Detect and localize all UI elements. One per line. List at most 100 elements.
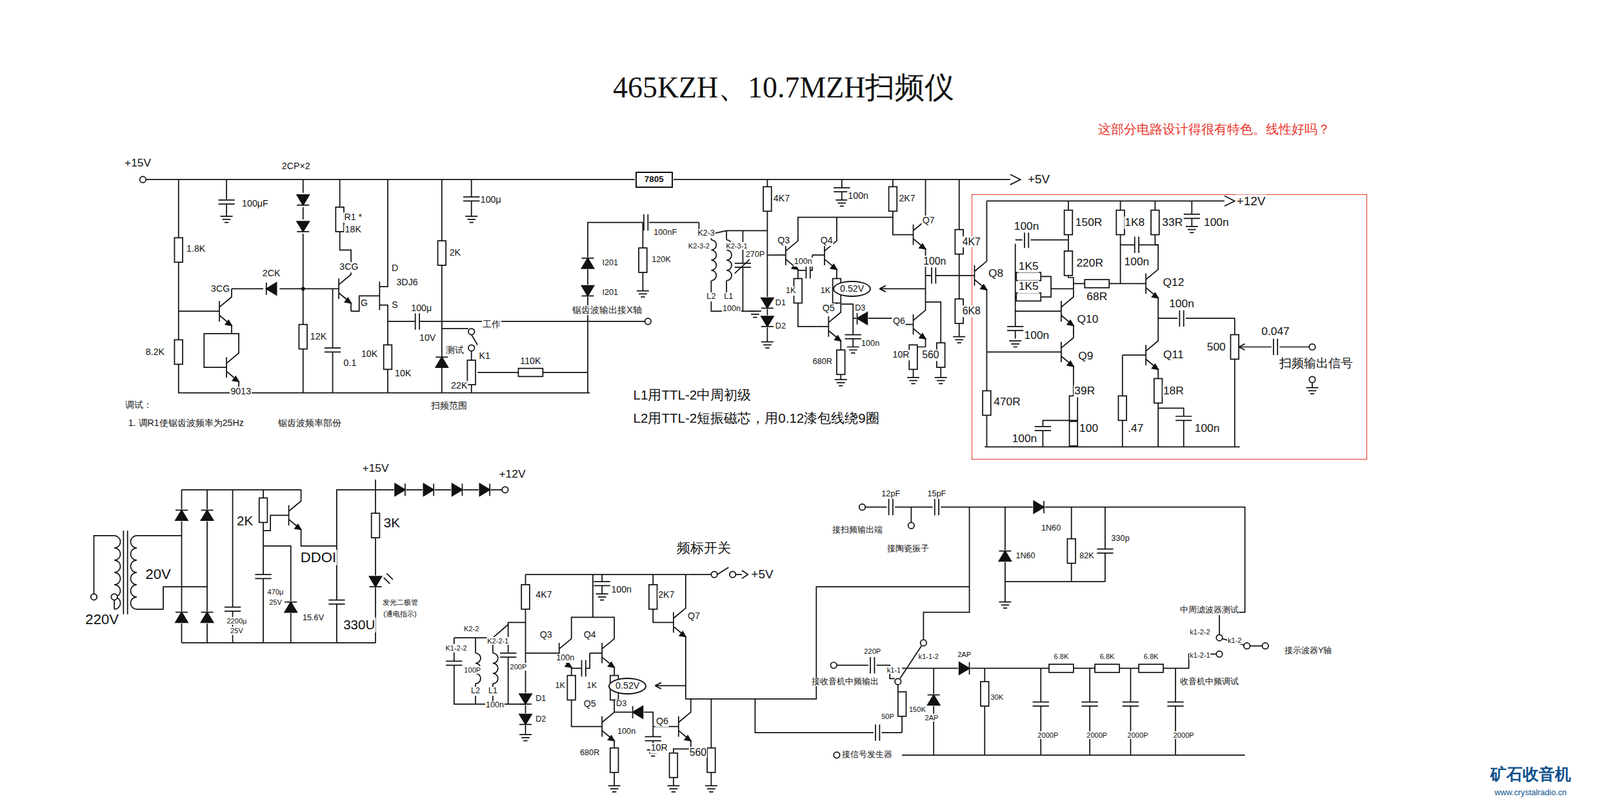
component-label: 0.1 bbox=[343, 358, 358, 369]
component-label: 100n bbox=[860, 339, 880, 349]
component-label: S bbox=[390, 300, 399, 311]
component-label: 1K bbox=[586, 681, 598, 691]
component-label: 560 bbox=[921, 349, 940, 361]
component-label: k1-2-2 bbox=[1189, 627, 1211, 636]
component-label: 接陶瓷振子 bbox=[886, 544, 930, 554]
component-label: 33R bbox=[1161, 216, 1184, 229]
component-label: 12pF bbox=[880, 489, 901, 499]
component-label: k1-1 bbox=[886, 665, 902, 673]
component-label: 矿石收音机 bbox=[1489, 765, 1572, 784]
component-label: 15pF bbox=[927, 489, 948, 499]
component-label: Q4 bbox=[583, 629, 597, 640]
component-label: Q6 bbox=[892, 316, 906, 327]
component-label: 39R bbox=[1073, 384, 1096, 397]
component-label: 470R bbox=[992, 396, 1022, 409]
component-label: 4K7 bbox=[772, 194, 791, 205]
component-label: D2 bbox=[534, 714, 547, 724]
detector-section bbox=[754, 498, 1269, 759]
component-label: 100n bbox=[721, 304, 742, 314]
component-label: 100n bbox=[1011, 432, 1039, 446]
component-label: 2CP×2 bbox=[281, 161, 311, 172]
component-label: L1 bbox=[487, 686, 499, 696]
component-label: 0.047 bbox=[1260, 325, 1290, 338]
component-label: 12K bbox=[309, 331, 328, 342]
component-label: 100n bbox=[616, 727, 637, 737]
component-label: L2 bbox=[470, 686, 481, 696]
component-label: 锯齿波输出接X轴 bbox=[571, 305, 642, 316]
power-supply bbox=[90, 479, 509, 643]
voltage-tag: 0.52V bbox=[832, 280, 871, 298]
node-text: 0.52V bbox=[840, 283, 864, 295]
component-label: 18R bbox=[1162, 384, 1185, 397]
component-label: L1 bbox=[723, 292, 734, 302]
component-label: 1.8K bbox=[185, 243, 206, 255]
component-label: 6.8K bbox=[1099, 652, 1116, 660]
component-label: 扫频范围 bbox=[430, 401, 468, 412]
component-label: 10K bbox=[360, 349, 379, 360]
component-label: (通电指示) bbox=[382, 609, 417, 617]
component-label: Q9 bbox=[1077, 349, 1094, 362]
component-label: Q12 bbox=[1161, 276, 1185, 290]
component-label: 680R bbox=[579, 748, 600, 758]
component-label: D3 bbox=[854, 303, 866, 313]
component-label: 2K7 bbox=[898, 194, 916, 205]
component-label: 680R bbox=[812, 358, 833, 368]
component-label: +12V bbox=[1236, 194, 1267, 208]
component-label: 扫频输出信号 bbox=[1278, 356, 1354, 371]
component-label: 6.8K bbox=[1143, 652, 1160, 660]
component-label: 25V bbox=[268, 598, 283, 606]
component-label: k1-2-1 bbox=[1189, 650, 1211, 659]
component-label: L2 bbox=[705, 292, 717, 302]
component-label: 8.2K bbox=[145, 347, 166, 358]
node-text: 7805 bbox=[644, 174, 664, 185]
component-label: 1N60 bbox=[1040, 523, 1062, 533]
annotation-outline bbox=[971, 194, 1368, 460]
component-label: 100n bbox=[1194, 422, 1221, 435]
component-label: 1K bbox=[554, 681, 566, 691]
component-label: 10V bbox=[418, 332, 437, 344]
component-label: 1K5 bbox=[1018, 280, 1040, 293]
component-label: 100n bbox=[847, 190, 870, 202]
component-label: 150K bbox=[908, 705, 927, 713]
component-label: 150R bbox=[1074, 216, 1104, 229]
component-label: 4K7 bbox=[534, 589, 553, 600]
component-label: 100n bbox=[610, 584, 633, 595]
component-label: 6K8 bbox=[961, 305, 982, 317]
component-label: D3 bbox=[615, 699, 628, 709]
component-label: +15V bbox=[123, 156, 152, 170]
component-label: 470μ bbox=[267, 587, 285, 596]
component-label: 9013 bbox=[229, 387, 252, 398]
component-label: 100n bbox=[1023, 329, 1051, 342]
component-label: Q4 bbox=[820, 235, 834, 246]
component-label: 2000P bbox=[1036, 730, 1059, 739]
component-label: .47 bbox=[1127, 422, 1144, 435]
component-label: 10K bbox=[394, 368, 412, 379]
component-label: 接收音机中频输出 bbox=[810, 677, 880, 687]
component-label: Q5 bbox=[583, 698, 597, 710]
sawtooth-generator bbox=[140, 174, 1021, 393]
component-label: Q3 bbox=[539, 629, 553, 640]
component-label: 1K5 bbox=[1018, 260, 1040, 273]
component-label: 工作 bbox=[481, 319, 502, 330]
component-label: 110K bbox=[519, 356, 542, 367]
component-label: 18K bbox=[344, 224, 362, 235]
component-label: 100n bbox=[555, 653, 575, 663]
component-label: +5V bbox=[750, 567, 774, 582]
component-label: Q3 bbox=[776, 235, 791, 246]
component-label: 2AP bbox=[956, 650, 972, 659]
component-label: 82K bbox=[1078, 551, 1095, 561]
component-label: 1K bbox=[820, 286, 831, 296]
component-label: 2000P bbox=[1172, 730, 1195, 739]
component-label: 100n bbox=[922, 255, 947, 267]
component-label: 接示波器Y轴 bbox=[1283, 646, 1333, 656]
component-label: K1 bbox=[478, 350, 491, 362]
component-label: 2K bbox=[449, 247, 462, 259]
component-label: K2-3 bbox=[696, 229, 716, 239]
component-label: 10R bbox=[650, 743, 669, 754]
component-label: 560 bbox=[689, 746, 708, 758]
component-label: L2用TTL-2短振磁芯，用0.12漆包线绕9圈 bbox=[632, 410, 880, 426]
component-label: Q5 bbox=[821, 303, 836, 314]
component-label: Q11 bbox=[1162, 349, 1185, 362]
component-label: 1. 调R1使锯齿波频率为25Hz bbox=[127, 418, 245, 430]
component-label: 1K bbox=[785, 286, 797, 296]
